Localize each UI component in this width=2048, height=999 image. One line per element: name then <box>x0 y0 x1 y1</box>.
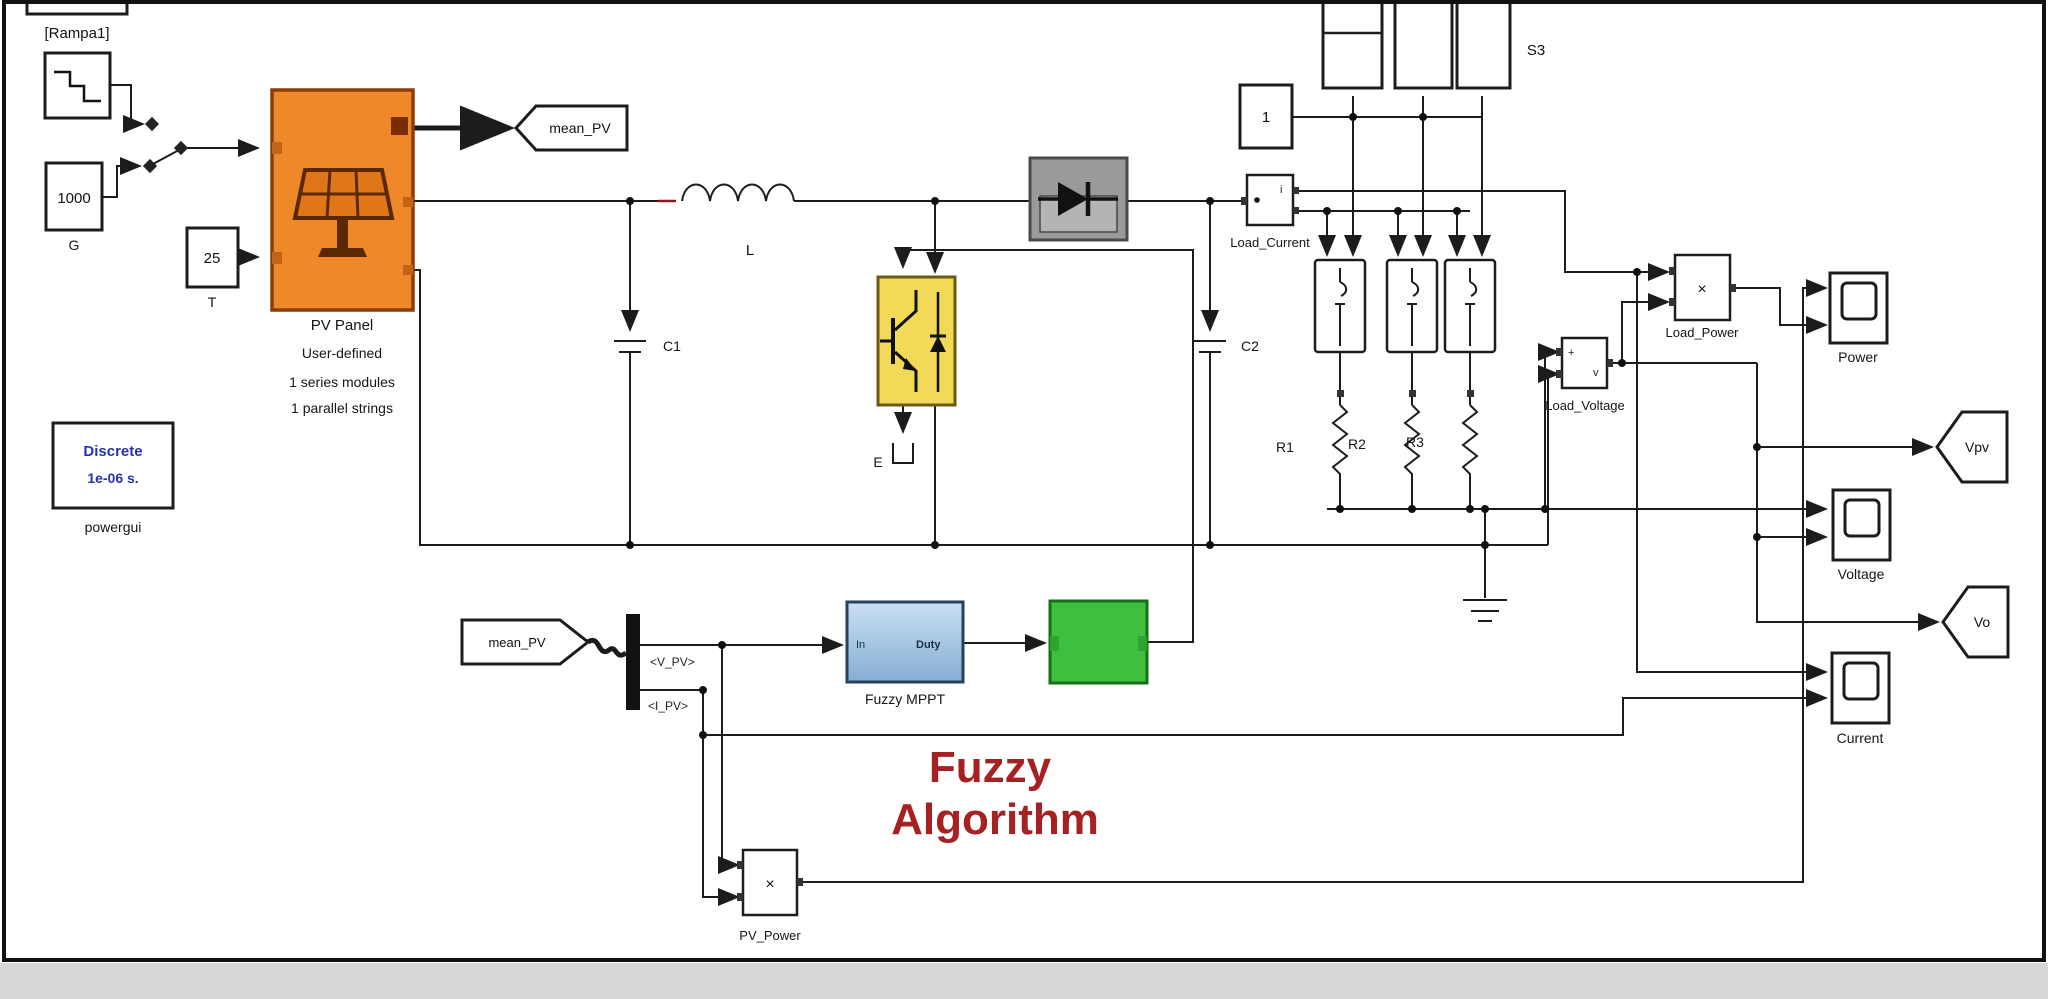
junction-dots <box>626 113 1761 739</box>
pv-panel-line4: 1 parallel strings <box>291 400 393 416</box>
current-scope-label: Current <box>1837 730 1884 746</box>
igbt-block[interactable] <box>876 275 957 407</box>
breaker-constant-value: 1 <box>1262 109 1270 126</box>
step-block-1[interactable] <box>1321 0 1384 90</box>
breaker-icon <box>1465 268 1478 346</box>
fuzzy-out-port: Duty <box>916 639 941 651</box>
manual-switch[interactable] <box>142 116 189 174</box>
solar-panel-icon <box>292 168 395 257</box>
load-current-label: Load_Current <box>1230 235 1310 250</box>
pv-power-op: × <box>765 876 774 893</box>
powergui-line1: Discrete <box>83 443 142 460</box>
temperature-value: 25 <box>204 250 221 267</box>
igbt-symbol-icon <box>880 290 946 392</box>
pv-panel-block[interactable] <box>270 88 415 312</box>
pv-port-plus <box>403 197 413 207</box>
ramp-annotation: [Rampa1] <box>44 25 109 42</box>
from-tag-mean-pv[interactable]: mean_PV <box>460 618 591 666</box>
powergui-block[interactable]: Discrete 1e-06 s. <box>51 421 175 510</box>
goto-mean-pv-label: mean_PV <box>549 120 611 136</box>
pv-port-m <box>391 117 408 135</box>
voltage-plus-mark: + <box>1568 347 1574 359</box>
power-scope-label: Power <box>1838 349 1878 365</box>
pwm-generator-block[interactable] <box>1048 599 1149 685</box>
temperature-constant-block[interactable]: 25 <box>185 226 240 289</box>
load-voltage-label: Load_Voltage <box>1545 398 1625 413</box>
current-scope[interactable] <box>1830 651 1891 725</box>
voltage-scope-label: Voltage <box>1838 566 1885 582</box>
vpv-label: Vpv <box>1965 439 1989 455</box>
load-power-label: Load_Power <box>1666 325 1740 340</box>
pv-power-block[interactable]: × <box>737 848 803 917</box>
bus-selector-block[interactable] <box>626 614 640 710</box>
signal-builder-block[interactable] <box>43 51 112 120</box>
powergui-label: powergui <box>85 519 142 535</box>
temperature-label: T <box>208 294 217 310</box>
vo-goto-tag[interactable]: Vo <box>1941 585 2010 659</box>
pwm-in-port <box>1050 636 1059 651</box>
breaker-icon <box>1335 268 1348 346</box>
bus-out2-label: <I_PV> <box>648 699 688 713</box>
load-current-block[interactable]: i <box>1241 173 1299 227</box>
c1-label: C1 <box>663 338 681 354</box>
pv-panel-name: PV Panel <box>311 317 374 334</box>
scope-screen-icon <box>1842 661 1880 701</box>
fuzzy-annotation-line1: Fuzzy <box>929 743 1052 792</box>
r3-label: R3 <box>1406 434 1424 450</box>
pv-port-ir <box>272 142 282 154</box>
pv-panel-line2: User-defined <box>302 345 382 361</box>
irradiance-label: G <box>69 237 80 253</box>
breaker-block-2[interactable] <box>1385 258 1439 354</box>
diode-block[interactable] <box>1028 156 1129 242</box>
fuzzy-in-port: In <box>856 639 865 651</box>
breaker-icon <box>1407 268 1420 346</box>
diode-symbol-icon <box>1038 182 1118 216</box>
steps-label: S3 <box>1527 42 1545 59</box>
pwm-out-port <box>1138 636 1147 651</box>
inductor-label: L <box>746 242 754 259</box>
load-voltage-block[interactable]: + v <box>1556 336 1613 390</box>
step-block-2[interactable] <box>1393 0 1454 90</box>
power-scope[interactable] <box>1828 271 1889 345</box>
powergui-line2: 1e-06 s. <box>87 470 138 486</box>
igbt-emitter-label: E <box>873 454 882 470</box>
irradiance-value: 1000 <box>57 190 90 207</box>
vo-label: Vo <box>1974 614 1991 630</box>
wires <box>102 84 1940 906</box>
fuzzy-mppt-label: Fuzzy MPPT <box>865 691 946 707</box>
fuzzy-annotation-line2: Algorithm <box>891 795 1099 844</box>
breaker-constant-block[interactable]: 1 <box>1238 83 1294 150</box>
voltage-v-mark: v <box>1593 367 1599 379</box>
load-power-block[interactable]: × <box>1669 253 1736 322</box>
from-mean-pv-label: mean_PV <box>488 635 545 650</box>
fuzzy-mppt-block[interactable]: In Duty <box>845 600 965 684</box>
figure-frame <box>2 0 2046 962</box>
scope-screen-icon <box>1840 281 1878 321</box>
bus-out1-label: <V_PV> <box>650 655 695 669</box>
current-port-label: i <box>1280 184 1282 196</box>
load-power-op: × <box>1697 281 1706 298</box>
c2-label: C2 <box>1241 338 1259 354</box>
pv-port-t <box>272 252 282 264</box>
breaker-block-1[interactable] <box>1313 258 1367 354</box>
pv-panel-line3: 1 series modules <box>289 374 395 390</box>
goto-tag-mean-pv[interactable]: mean_PV <box>513 104 629 152</box>
irradiance-constant-block[interactable]: 1000 <box>44 161 104 232</box>
vpv-goto-tag[interactable]: Vpv <box>1935 410 2009 484</box>
pv-power-label: PV_Power <box>739 928 801 943</box>
pv-port-minus <box>403 265 413 275</box>
step-waveform-icon <box>54 70 101 103</box>
bottom-gray-strip <box>0 963 2048 999</box>
scope-screen-icon <box>1843 498 1881 538</box>
r2-label: R2 <box>1348 436 1366 452</box>
breaker-block-3[interactable] <box>1443 258 1497 354</box>
step-block-3[interactable] <box>1455 0 1512 90</box>
r1-label: R1 <box>1276 439 1294 455</box>
voltage-scope[interactable] <box>1831 488 1892 562</box>
